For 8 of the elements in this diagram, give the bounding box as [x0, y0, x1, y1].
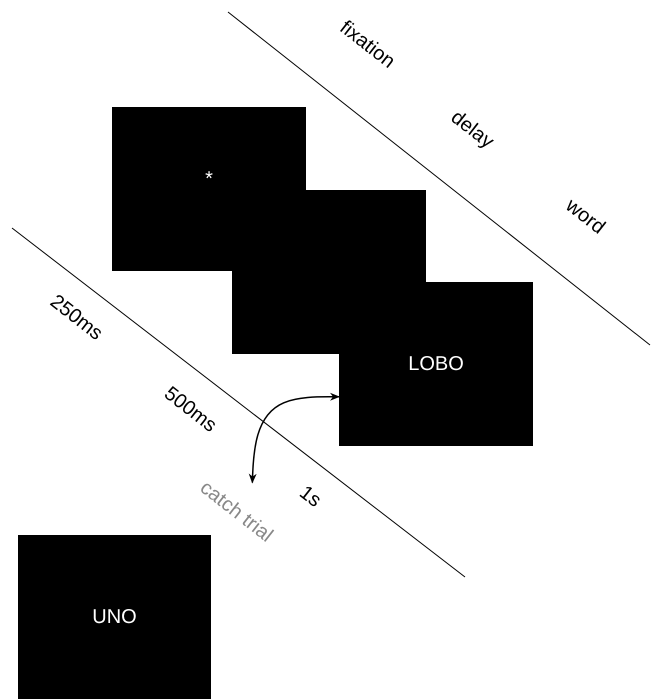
word-screen [339, 282, 533, 446]
duration-label: 1s [294, 481, 326, 513]
screen-text: * [205, 168, 213, 190]
curved-arrow [248, 392, 340, 484]
fixation-screen [112, 107, 306, 271]
word-screen [18, 535, 211, 699]
screen-text: UNO [92, 606, 137, 628]
screen-text: LOBO [408, 352, 464, 376]
